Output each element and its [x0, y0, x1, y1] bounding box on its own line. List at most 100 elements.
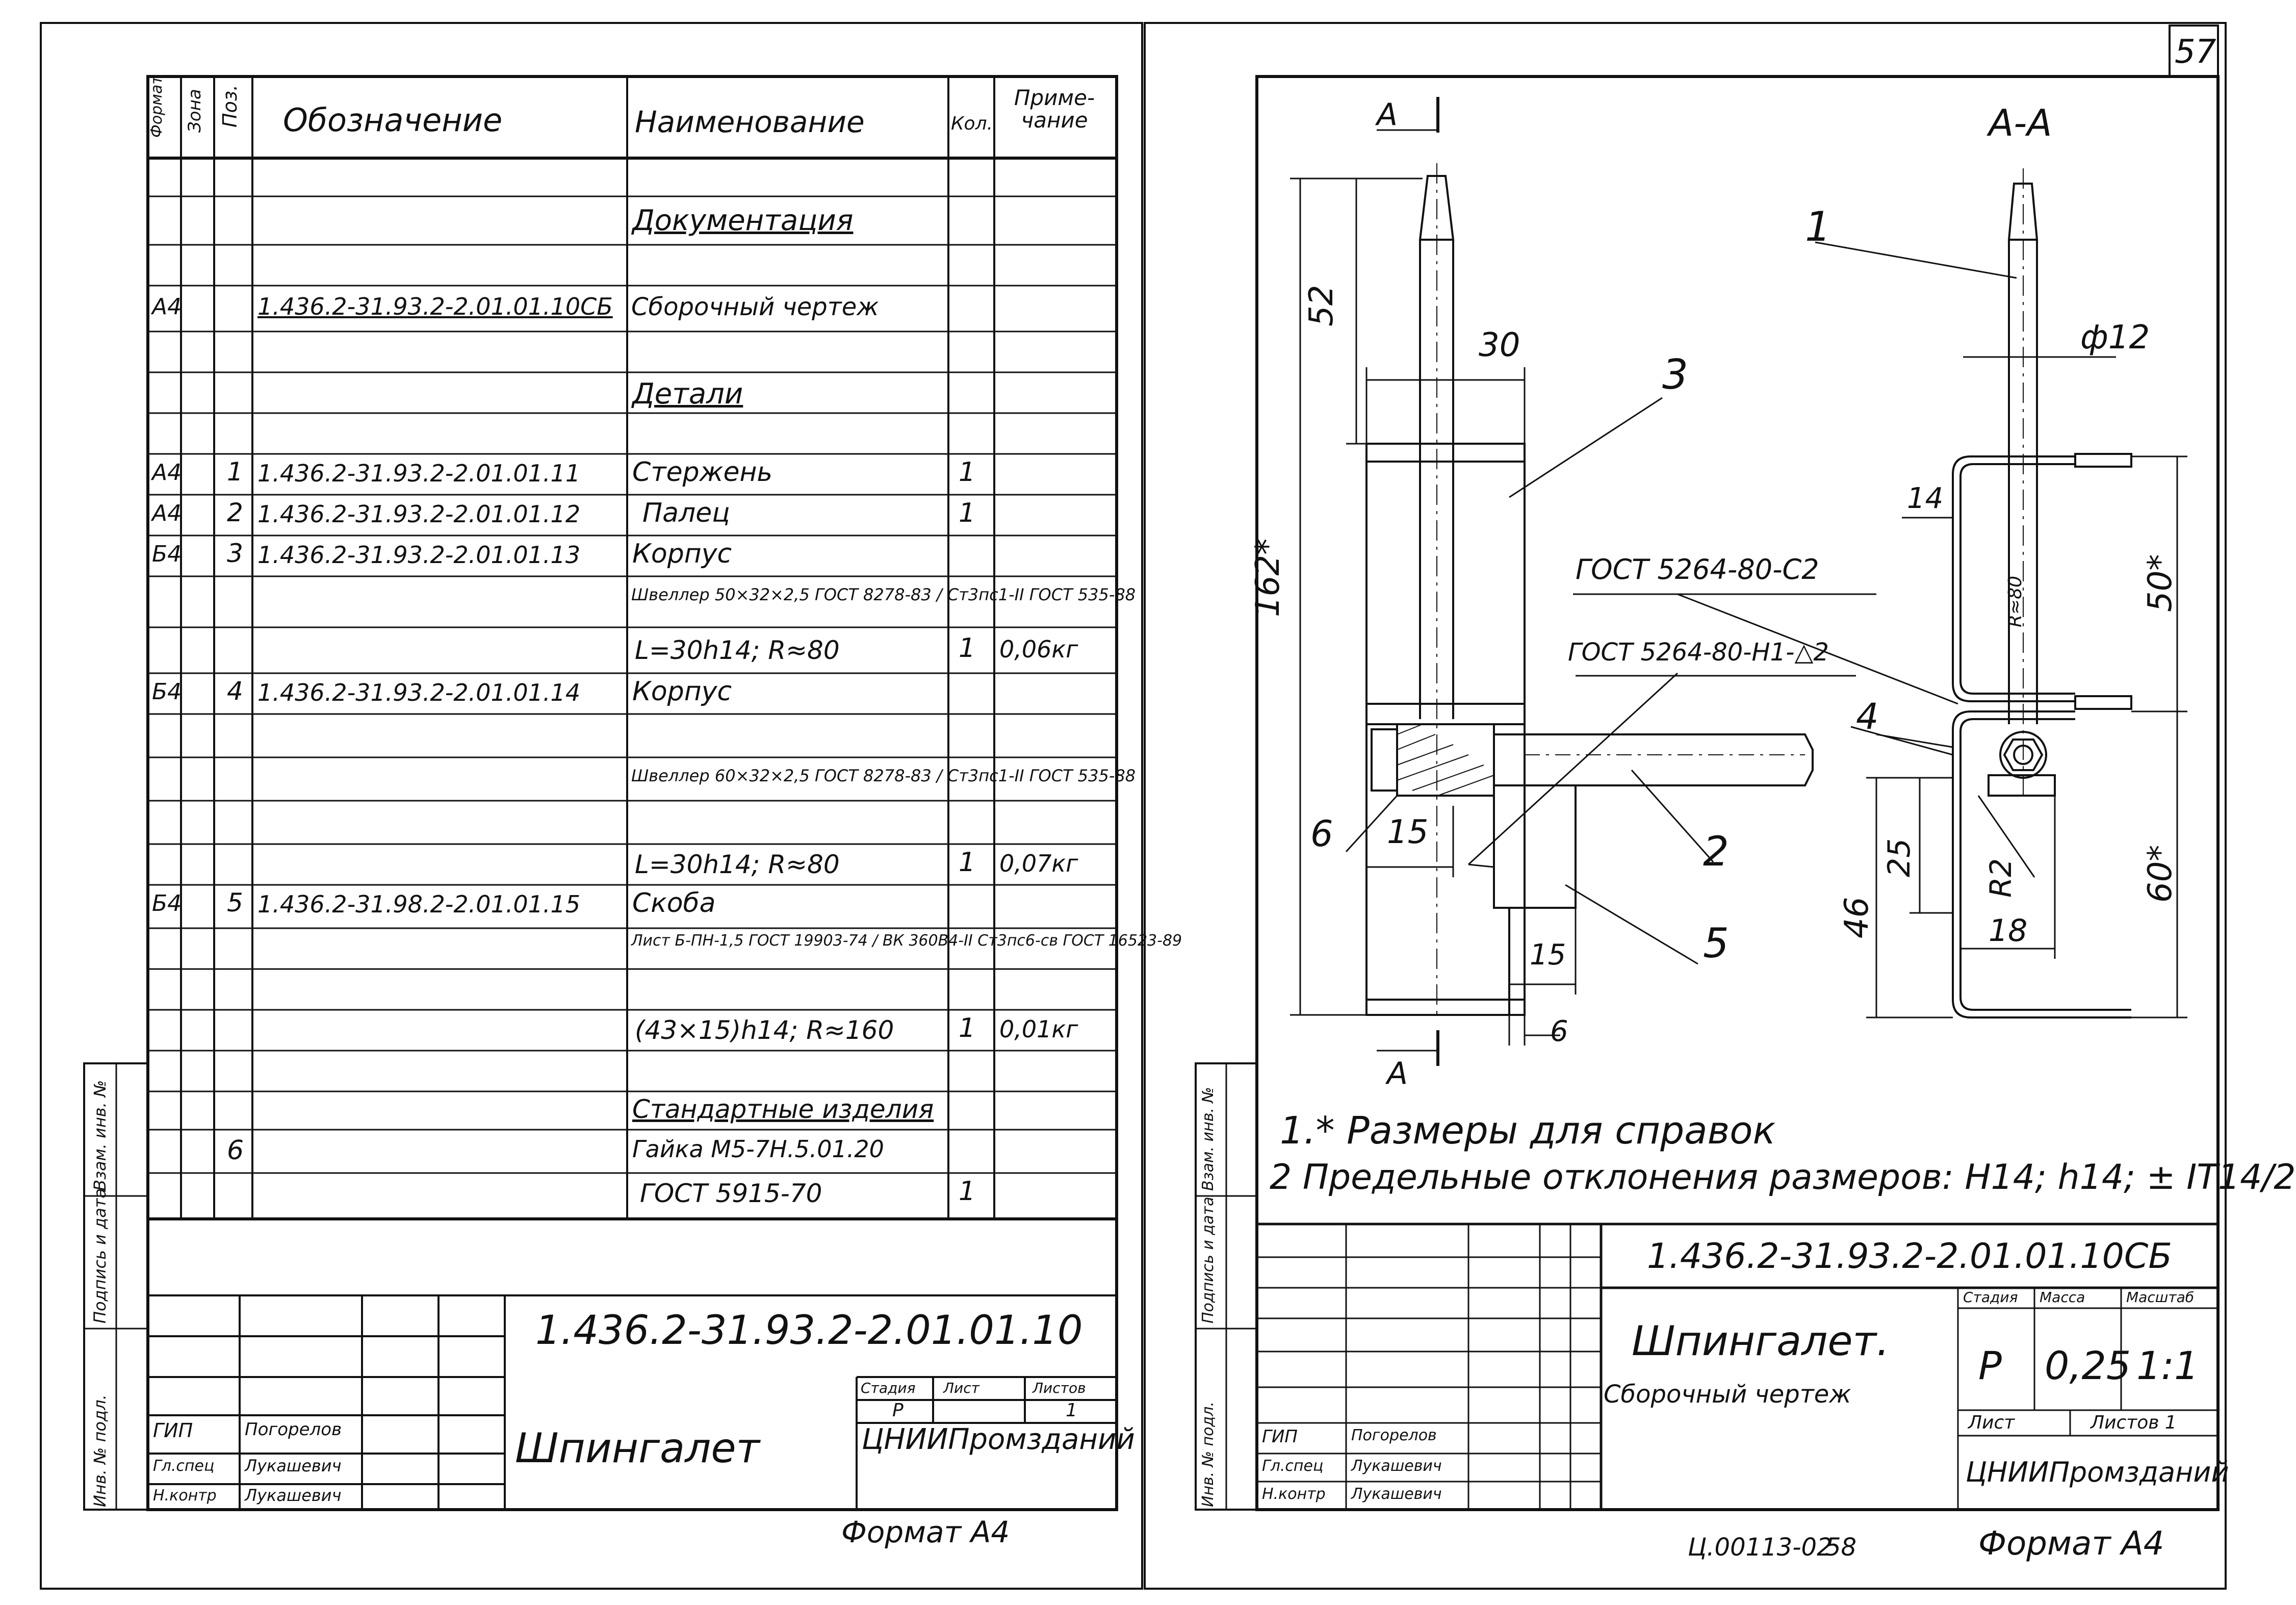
spec-stage-label: Стадия: [861, 1380, 916, 1396]
header-designation: Обозначение: [283, 101, 503, 139]
weld-note-2: ГОСТ 5264-80-Н1-△2: [1568, 638, 1829, 667]
row-name: Скоба: [632, 888, 716, 919]
row-name: Палец: [642, 498, 730, 528]
row-format: Б4: [152, 890, 182, 916]
row-format: А4: [152, 500, 182, 526]
row-qty: 1: [959, 498, 976, 528]
position-2: 2: [1703, 828, 1729, 875]
sheets-label: Листов 1: [2091, 1412, 2177, 1433]
dim-15b: 15: [1530, 938, 1566, 972]
dim-46: 46: [1838, 897, 1876, 938]
stage-label: Стадия: [1963, 1289, 2018, 1306]
position-1: 1: [1805, 203, 1831, 250]
dim-6: 6: [1550, 1015, 1568, 1048]
dim-52: 52: [1303, 285, 1340, 326]
person-role: Гл.спец: [1262, 1457, 1324, 1475]
spec-code: 1.436.2-31.93.2-2.01.01.10: [535, 1308, 1083, 1354]
binding-label: Взам. инв. №: [90, 1080, 110, 1191]
spec-org: ЦНИИПромзданий: [862, 1423, 1135, 1456]
note-2: 2 Предельные отклонения размеров: Н14; h…: [1270, 1157, 2296, 1198]
row-pos: 2: [227, 498, 243, 527]
dim-r2: R2: [1983, 858, 2018, 898]
person-role: Н.контр: [153, 1487, 217, 1505]
spec-title: Шпингалет: [515, 1424, 760, 1472]
person-name: Лукашевич: [1351, 1485, 1442, 1503]
section-label: А-А: [1989, 101, 2052, 144]
row-qty: 1: [959, 633, 976, 664]
assembly-title: Шпингалет.: [1632, 1317, 1890, 1365]
row-qty: 1: [959, 1013, 976, 1043]
front-leaders: [1345, 397, 1714, 965]
row-designation: 1.436.2-31.93.2-2.01.01.11: [257, 460, 581, 487]
mass-value: 0,25: [2045, 1343, 2131, 1388]
dim-60: 60*: [2142, 845, 2179, 903]
row-note: 0,01кг: [999, 1015, 1078, 1043]
row-designation: 1.436.2-31.93.2-2.01.01.14: [257, 679, 581, 706]
section-standard-items: Стандартные изделия: [632, 1094, 934, 1124]
scale-label: Масштаб: [2126, 1289, 2195, 1306]
format-label-left: Формат А4: [841, 1515, 1010, 1549]
row-qty: 1: [959, 1176, 976, 1207]
spec-sheets: 1: [1066, 1400, 1077, 1421]
note-1: 1.* Размеры для справок: [1280, 1109, 1776, 1153]
section-leaders: [1573, 241, 2017, 756]
bottom-code: Ц.00113-02: [1688, 1533, 1833, 1562]
row-name: Сборочный чертеж: [631, 293, 879, 321]
front-dimensions: [1290, 97, 1577, 1066]
bottom-page: 58: [1825, 1533, 1857, 1562]
row-format: Б4: [152, 541, 182, 567]
assembly-title-grid: [1257, 1222, 2218, 1510]
row-pos: 4: [227, 676, 243, 706]
binding-label: Инв. № подл.: [90, 1394, 110, 1507]
spec-columns: [180, 77, 995, 1219]
assembly-subtitle: Сборочный чертеж: [1604, 1380, 1851, 1409]
section-dimensions: [1866, 337, 2187, 1018]
spec-title-grid: [148, 1294, 1117, 1510]
person-name: Лукашевич: [245, 1486, 342, 1505]
position-6: 6: [1310, 813, 1333, 855]
header-name: Наименование: [635, 105, 865, 139]
row-pos: 3: [227, 539, 243, 568]
section-documentation: Документация: [632, 204, 854, 237]
position-3: 3: [1662, 351, 1688, 398]
person-name: Погорелов: [1351, 1426, 1437, 1444]
row-name: Корпус: [632, 539, 732, 569]
right-sheet-border: [1144, 22, 2227, 1590]
row-name: Гайка М5-7Н.5.01.20: [632, 1135, 884, 1163]
weld-note-1: ГОСТ 5264-80-С2: [1576, 553, 1819, 585]
row-designation: 1.436.2-31.93.2-2.01.01.12: [257, 500, 581, 528]
row-pos: 6: [227, 1135, 244, 1166]
assembly-frame: [1255, 75, 2220, 1511]
dim-25: 25: [1881, 838, 1917, 877]
row-note: 0,07кг: [999, 850, 1078, 877]
dim-18: 18: [1989, 913, 2028, 949]
assembly-code: 1.436.2-31.93.2-2.01.01.10СБ: [1647, 1236, 2172, 1277]
row-pos: 5: [227, 888, 243, 918]
dim-14: 14: [1907, 482, 1944, 515]
person-name: Лукашевич: [1351, 1457, 1442, 1475]
mass-label: Масса: [2040, 1289, 2085, 1306]
row-designation: 1.436.2-31.98.2-2.01.01.15: [257, 890, 581, 918]
position-4: 4: [1856, 696, 1879, 737]
scale-value: 1:1: [2136, 1343, 2199, 1388]
format-label-right: Формат А4: [1978, 1525, 2164, 1563]
spec-sheet-label: Лист: [943, 1380, 979, 1396]
dim-50: 50*: [2142, 554, 2179, 612]
header-note: Приме-чание: [1014, 85, 1095, 133]
dim-dia12: ф12: [2080, 319, 2150, 356]
row-designation: 1.436.2-31.93.2-2.01.01.10СБ: [257, 293, 613, 320]
row-note: 0,06кг: [999, 635, 1078, 663]
dim-162: 162*: [1249, 538, 1287, 617]
row-format: А4: [152, 460, 182, 486]
spec-rows: [148, 195, 1117, 1220]
dim-30: 30: [1479, 326, 1520, 364]
page-number: 57: [2175, 33, 2216, 71]
dim-r80: R≈80: [2005, 576, 2026, 627]
stage-value: Р: [1978, 1343, 2002, 1388]
binding-label: Инв. № подл.: [1199, 1402, 1217, 1507]
row-format: Б4: [152, 679, 182, 705]
sheet-label: Лист: [1968, 1412, 2015, 1433]
row-name: Лист Б-ПН-1,5 ГОСТ 19903-74 / ВК 360В4-I…: [631, 932, 1182, 950]
person-name: Погорелов: [245, 1419, 342, 1440]
